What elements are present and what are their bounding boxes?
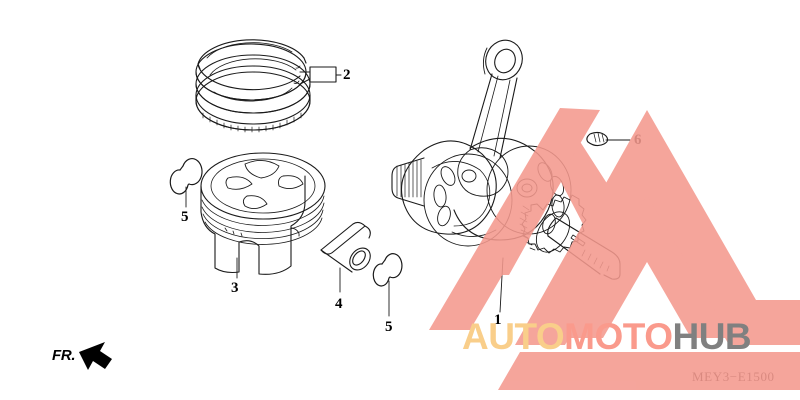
callout-1: 1 bbox=[494, 312, 502, 328]
front-direction-label: FR. bbox=[52, 347, 76, 364]
callout-6: 6 bbox=[634, 132, 642, 148]
piston-pin-clip-right-drawing bbox=[372, 253, 403, 317]
piston-pin-drawing bbox=[320, 221, 371, 293]
front-direction-arrow bbox=[79, 342, 112, 370]
crankshaft-assembly-drawing bbox=[391, 39, 621, 313]
piston-pin-clip-left-drawing bbox=[169, 158, 203, 208]
callout-4: 4 bbox=[335, 296, 343, 312]
callout-3: 3 bbox=[231, 280, 239, 296]
callout-5-left: 5 bbox=[181, 209, 189, 225]
piston-drawing bbox=[200, 152, 326, 279]
callout-2: 2 bbox=[343, 67, 351, 83]
woodruff-key-drawing bbox=[586, 131, 631, 147]
callout-5-right: 5 bbox=[385, 319, 393, 335]
part-number-label: MEY3−E1500 bbox=[692, 369, 775, 384]
piston-ring-set-drawing bbox=[195, 39, 342, 133]
